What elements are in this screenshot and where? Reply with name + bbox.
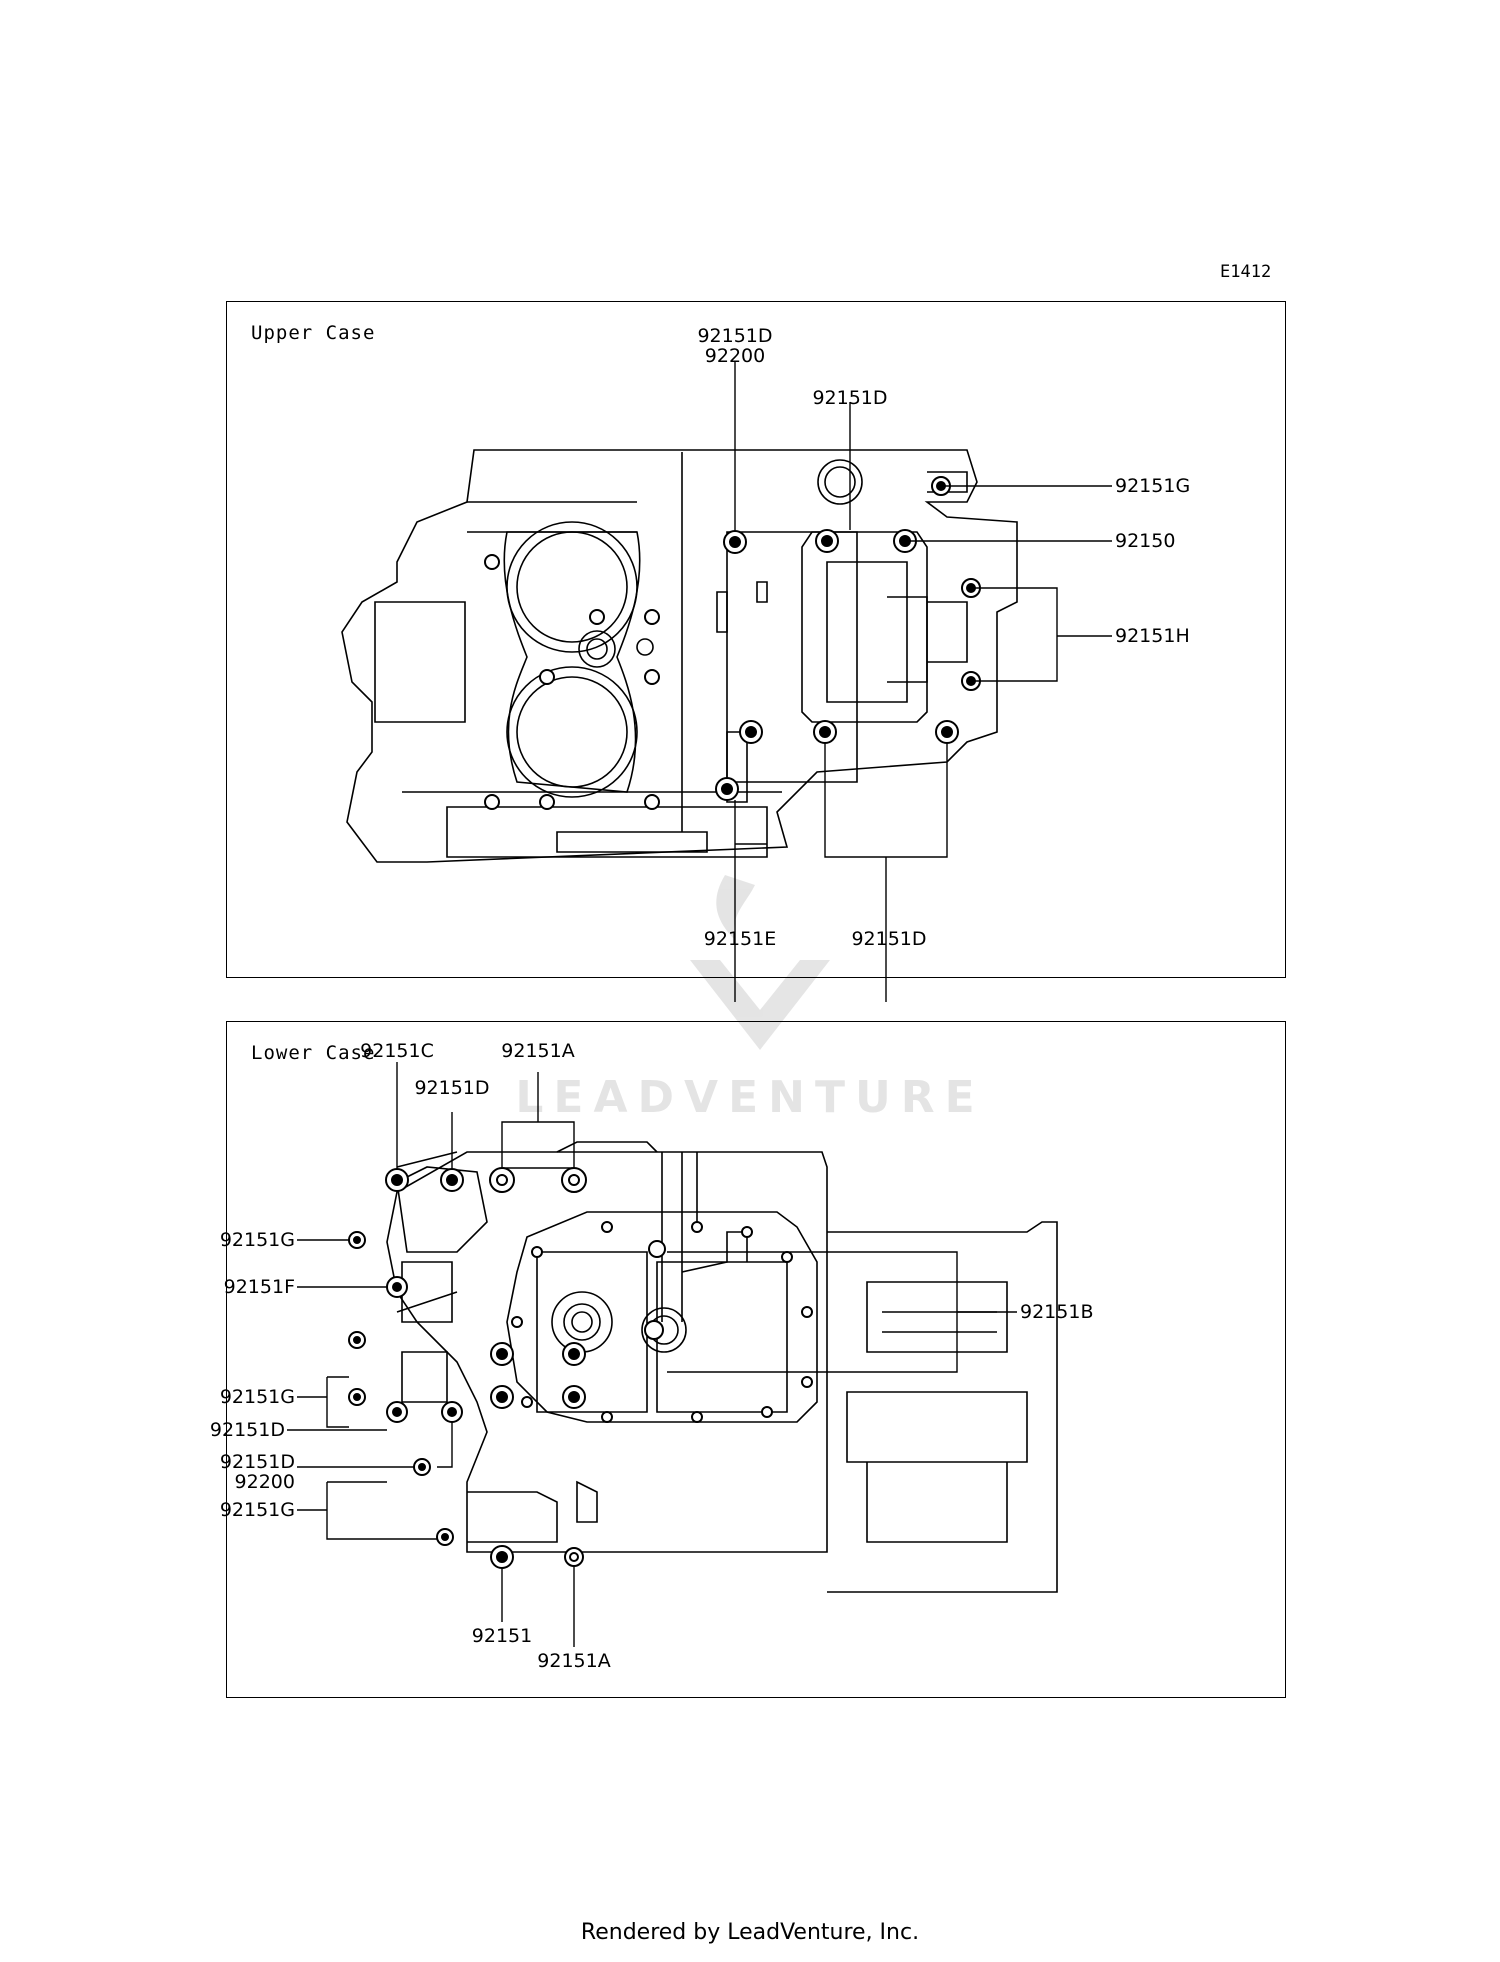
diagram-code: E1412 bbox=[1220, 262, 1272, 282]
upper-label-92151d-right-top: 92151D bbox=[812, 387, 887, 409]
lower-label-92151: 92151 bbox=[472, 1625, 532, 1647]
lower-label-92151f: 92151F bbox=[224, 1276, 295, 1298]
lower-label-92151g-1: 92151G bbox=[220, 1229, 295, 1251]
upper-label-92151e: 92151E bbox=[704, 928, 776, 950]
lower-case-title: Lower Case bbox=[251, 1042, 376, 1064]
lower-label-92151d-top: 92151D bbox=[414, 1077, 489, 1099]
lower-case-panel: Lower Case bbox=[210, 1021, 1286, 1698]
lower-label-92151d-left: 92151D bbox=[210, 1419, 285, 1441]
lower-case-drawing: 92151C 92151A 92151D 92151G 92151F 92151… bbox=[210, 1040, 1094, 1672]
footer-credit: Rendered by LeadVenture, Inc. bbox=[580, 1920, 920, 1945]
lower-label-92151g-3: 92151G bbox=[220, 1499, 295, 1521]
upper-label-92151d-bottom: 92151D bbox=[851, 928, 926, 950]
upper-case-panel: Upper Case bbox=[226, 301, 1286, 1002]
lower-label-92151c: 92151C bbox=[360, 1040, 434, 1062]
upper-case-title: Upper Case bbox=[251, 322, 376, 344]
lower-label-92151g-2: 92151G bbox=[220, 1386, 295, 1408]
lower-label-92151d-stack: 92151D bbox=[220, 1451, 295, 1473]
upper-label-92151g: 92151G bbox=[1115, 475, 1190, 497]
upper-label-92151d-top: 92151D bbox=[697, 325, 772, 347]
upper-label-92151h: 92151H bbox=[1115, 625, 1190, 647]
lower-label-92200: 92200 bbox=[235, 1471, 295, 1493]
lower-label-92151a-bottom: 92151A bbox=[537, 1650, 610, 1672]
svg-text:LEADVENTURE: LEADVENTURE bbox=[515, 1072, 984, 1123]
upper-case-drawing: 92151D 92200 92151D 92151G 92150 92151H … bbox=[341, 325, 1190, 1002]
upper-label-92150: 92150 bbox=[1115, 530, 1175, 552]
lower-label-92151a-top: 92151A bbox=[501, 1040, 574, 1062]
lower-label-92151b: 92151B bbox=[1020, 1301, 1093, 1323]
upper-label-92200-top: 92200 bbox=[705, 345, 765, 367]
